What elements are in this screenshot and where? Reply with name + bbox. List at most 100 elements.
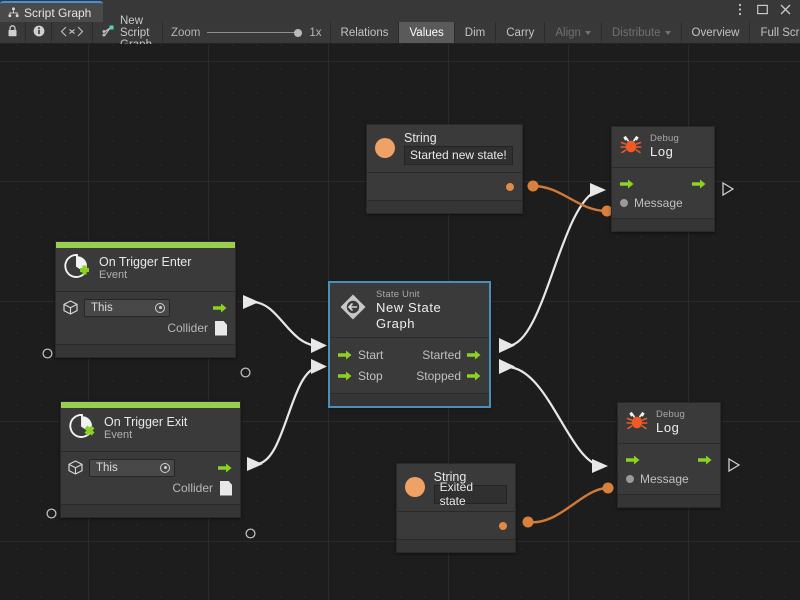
port-label-message: Message (640, 472, 689, 487)
node-footer (618, 493, 720, 507)
toolbar-button-overview[interactable]: Overview (681, 22, 751, 43)
node-debug-log-bottom[interactable]: Debug Log Message (617, 402, 721, 508)
port-row-message: Message (626, 470, 712, 489)
zoom-slider-track (207, 32, 303, 33)
object-picker-icon[interactable] (160, 462, 170, 473)
node-state-unit[interactable]: State Unit New State Graph Start Started (328, 281, 491, 408)
port-label-collider: Collider (167, 321, 208, 335)
node-subtitle: New State Graph (376, 300, 442, 331)
target-input-connector-exit[interactable] (46, 506, 57, 524)
toolbar-button-align[interactable]: Align (545, 22, 602, 43)
gameobject-icon (63, 300, 78, 315)
target-object-field[interactable]: This (89, 458, 175, 477)
info-button[interactable] (26, 22, 52, 43)
node-string-bottom[interactable]: String Exited state (396, 463, 516, 553)
toolbar-button-carry[interactable]: Carry (496, 22, 546, 43)
node-header: Debug Log (612, 127, 714, 168)
collider-value-icon[interactable] (215, 320, 227, 336)
target-input[interactable]: This (63, 298, 170, 317)
node-subtitle: Log (650, 144, 674, 160)
tab-script-graph[interactable]: Script Graph (0, 1, 104, 22)
zoom-slider[interactable] (207, 27, 303, 39)
flow-output-port[interactable] (692, 179, 706, 189)
flow-output-stopped[interactable]: Stopped (416, 369, 481, 383)
node-footer (397, 538, 515, 552)
lock-button[interactable] (0, 22, 26, 43)
window-menu-button[interactable] (733, 3, 746, 16)
close-button[interactable] (779, 3, 792, 16)
value-input-port[interactable] (620, 199, 628, 208)
graph-name-field[interactable]: New Script Graph (93, 15, 163, 51)
node-debug-log-top[interactable]: Debug Log Message (611, 126, 715, 232)
node-on-trigger-exit[interactable]: On Trigger Exit Event This (60, 401, 241, 518)
string-value-icon (375, 137, 395, 158)
string-value-input[interactable]: Exited state (433, 480, 507, 508)
port-label-stop: Stop (358, 369, 383, 384)
port-label-message: Message (634, 196, 683, 211)
message-input-port[interactable]: Message (620, 196, 683, 210)
value-input-port[interactable] (626, 475, 634, 484)
graph-toolbar: New Script Graph Zoom 1x Relations Value… (0, 15, 800, 51)
target-object-field[interactable]: This (84, 298, 170, 317)
port-label-start: Start (358, 348, 384, 363)
zoom-value-label: 1x (309, 26, 322, 39)
node-title: On Trigger Exit (104, 414, 188, 429)
zoom-control[interactable]: Zoom 1x (163, 22, 331, 43)
node-string-top[interactable]: String Started new state! (366, 124, 523, 214)
code-button[interactable] (52, 22, 93, 43)
flow-output-port[interactable] (698, 455, 712, 465)
bug-icon (620, 134, 642, 159)
flow-output-started[interactable]: Started (422, 348, 481, 362)
port-label-stopped: Stopped (416, 369, 461, 384)
message-input-port[interactable]: Message (626, 472, 689, 486)
port-row-target: This (63, 298, 227, 317)
flow-input-start[interactable]: Start (338, 348, 383, 362)
node-footer (56, 344, 235, 357)
collider-value-icon[interactable] (220, 480, 232, 496)
port-row-collider: Collider (63, 317, 227, 339)
zoom-slider-knob[interactable] (294, 29, 303, 37)
toolbar-button-carry-label: Carry (506, 26, 535, 39)
value-output-port[interactable] (506, 183, 514, 192)
toolbar-button-overview-label: Overview (691, 26, 740, 39)
target-value: This (91, 301, 113, 314)
toolbar-button-values[interactable]: Values (399, 22, 455, 43)
bug-icon (626, 410, 648, 435)
node-subtitle: Event (99, 269, 128, 282)
string-value-input[interactable]: Started new state! (404, 145, 513, 165)
toolbar-button-fullscreen[interactable]: Full Scr (750, 22, 800, 43)
value-output-port[interactable] (499, 522, 507, 531)
target-input-connector-enter[interactable] (42, 346, 53, 364)
string-value-icon (405, 476, 425, 497)
port-row-start: Start Started (338, 345, 481, 366)
chevron-down-icon (584, 30, 591, 35)
flow-input-port[interactable] (626, 455, 640, 465)
flow-input-port[interactable] (620, 179, 634, 189)
flow-output-port[interactable] (218, 463, 232, 473)
flow-output-connector-bottom[interactable] (728, 457, 741, 477)
node-body: This Collider (61, 452, 240, 504)
maximize-button[interactable] (756, 3, 769, 16)
node-header: On Trigger Enter Event (56, 248, 235, 292)
toolbar-button-align-label: Align (555, 26, 581, 39)
window-titlebar: Script Graph (0, 0, 800, 22)
flow-output-port[interactable] (213, 303, 227, 313)
node-body: Start Started Stop Stopped (330, 337, 489, 393)
port-row-flow (620, 175, 706, 194)
collider-output-connector-exit[interactable] (245, 526, 256, 544)
node-header: State Unit New State Graph (330, 283, 489, 338)
toolbar-button-relations[interactable]: Relations (330, 22, 400, 43)
toolbar-button-distribute[interactable]: Distribute (601, 22, 682, 43)
node-body (397, 511, 515, 539)
object-picker-icon[interactable] (155, 302, 165, 313)
flow-input-stop[interactable]: Stop (338, 369, 383, 383)
zoom-label: Zoom (170, 26, 201, 39)
node-on-trigger-enter[interactable]: On Trigger Enter Event This (55, 241, 236, 358)
toolbar-button-dim[interactable]: Dim (454, 22, 497, 43)
target-input[interactable]: This (68, 458, 175, 477)
graph-canvas[interactable]: String Started new state! (0, 44, 800, 600)
node-body: Message (618, 443, 720, 494)
node-title: Debug (656, 409, 685, 420)
collider-output-connector-enter[interactable] (240, 365, 251, 383)
node-title: String (404, 131, 437, 145)
